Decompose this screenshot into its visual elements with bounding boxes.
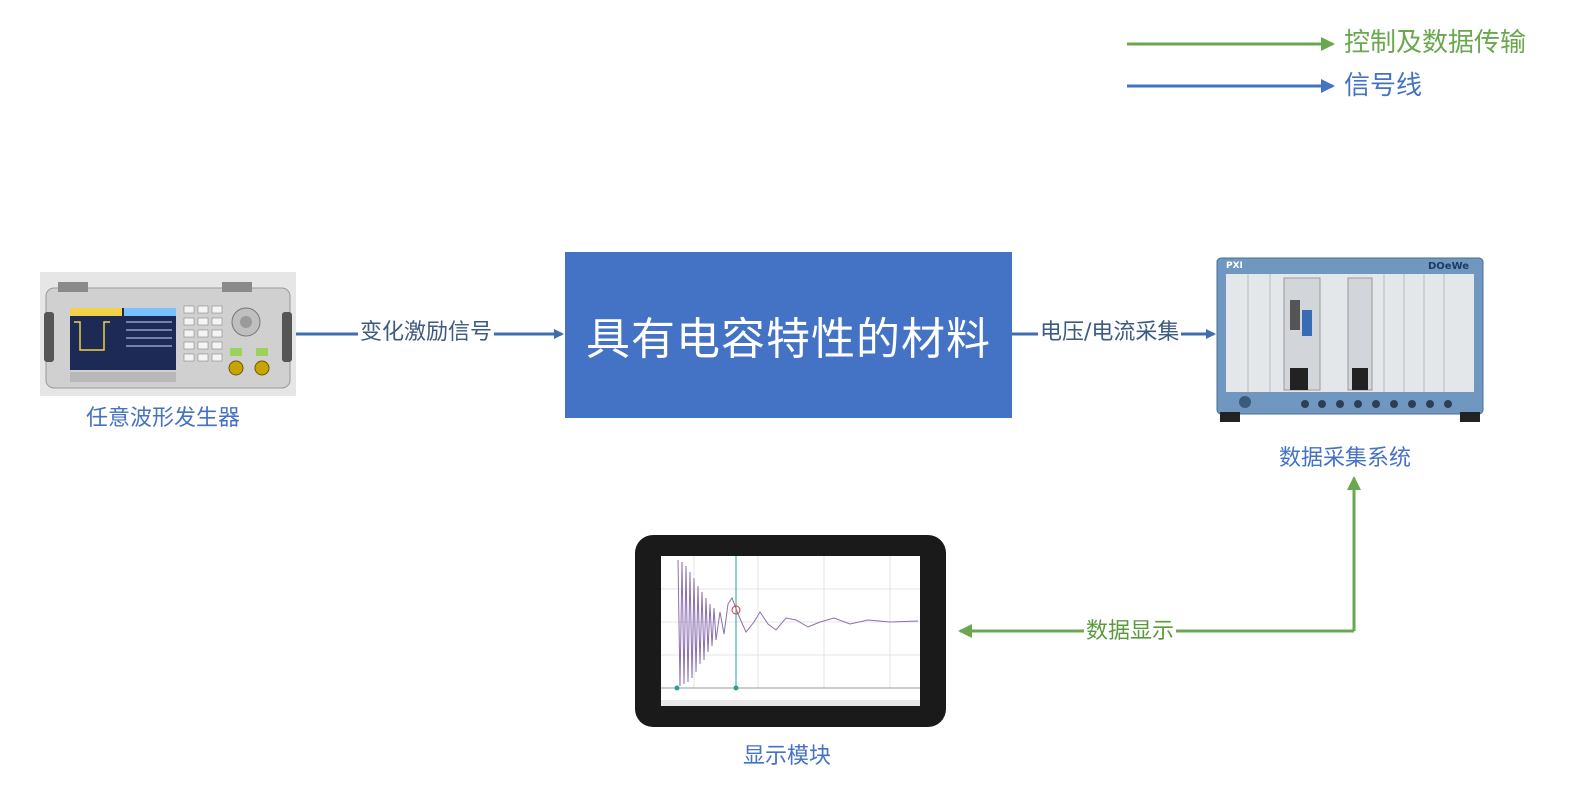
generator-caption: 任意波形发生器 — [86, 406, 241, 431]
acquisition-label: 电压/电流采集 — [1038, 320, 1182, 345]
pxi-chassis-icon — [1216, 257, 1484, 422]
legend-signal-label: 信号线 — [1344, 71, 1423, 101]
daq-caption: 数据采集系统 — [1279, 446, 1412, 471]
legend-control-label: 控制及数据传输 — [1344, 28, 1527, 58]
display-caption: 显示模块 — [743, 744, 832, 769]
signal-generator-icon — [40, 272, 296, 396]
tablet-icon — [635, 535, 946, 727]
pxi-brand-left: PXI — [1226, 261, 1243, 271]
material-label: 具有电容特性的材料 — [586, 314, 991, 365]
pxi-brand-right: DOeWe — [1428, 261, 1470, 272]
excitation-signal-label: 变化激励信号 — [358, 320, 495, 345]
data-display-label: 数据显示 — [1084, 619, 1177, 644]
material-box: 具有电容特性的材料 — [565, 252, 1012, 418]
